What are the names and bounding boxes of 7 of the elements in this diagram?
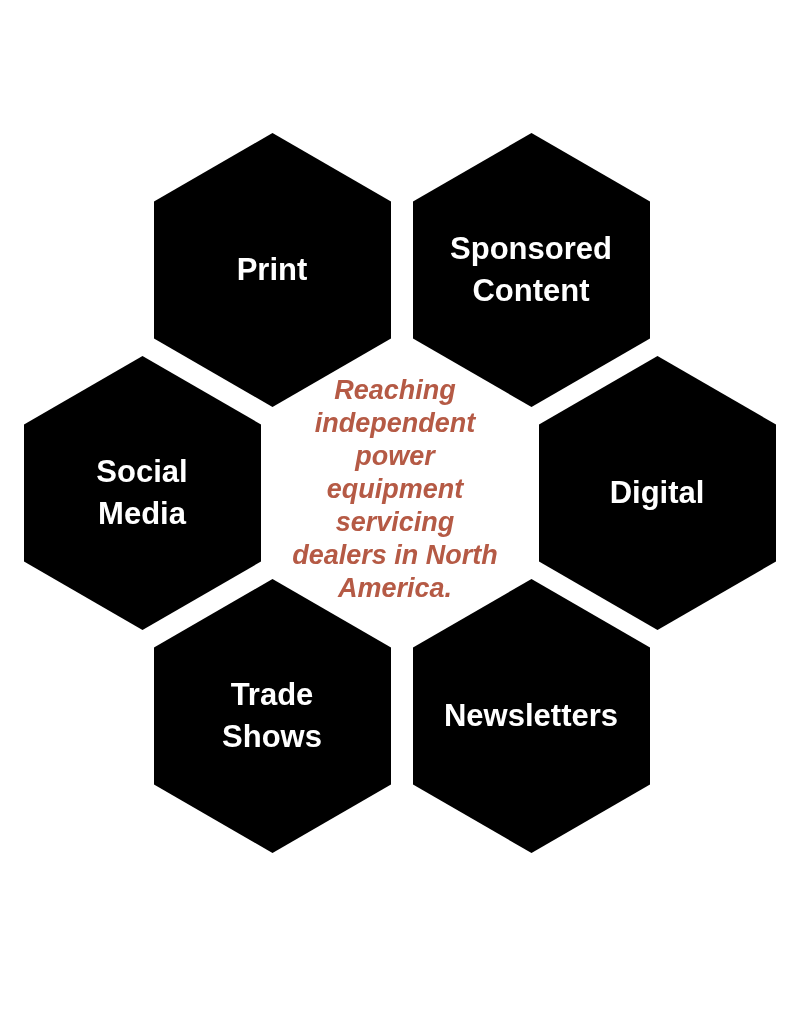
tile-label: Sponsored Content	[449, 230, 613, 310]
tile-label: Digital	[608, 474, 706, 512]
center-text: Reaching independent power equipment servicing dealers in North America.	[291, 373, 499, 605]
tile-label: Newsletters	[443, 697, 619, 735]
tile-label: Social Media	[95, 453, 189, 533]
tile-label: Print	[235, 251, 309, 289]
tile-label: Trade Shows	[221, 676, 323, 756]
